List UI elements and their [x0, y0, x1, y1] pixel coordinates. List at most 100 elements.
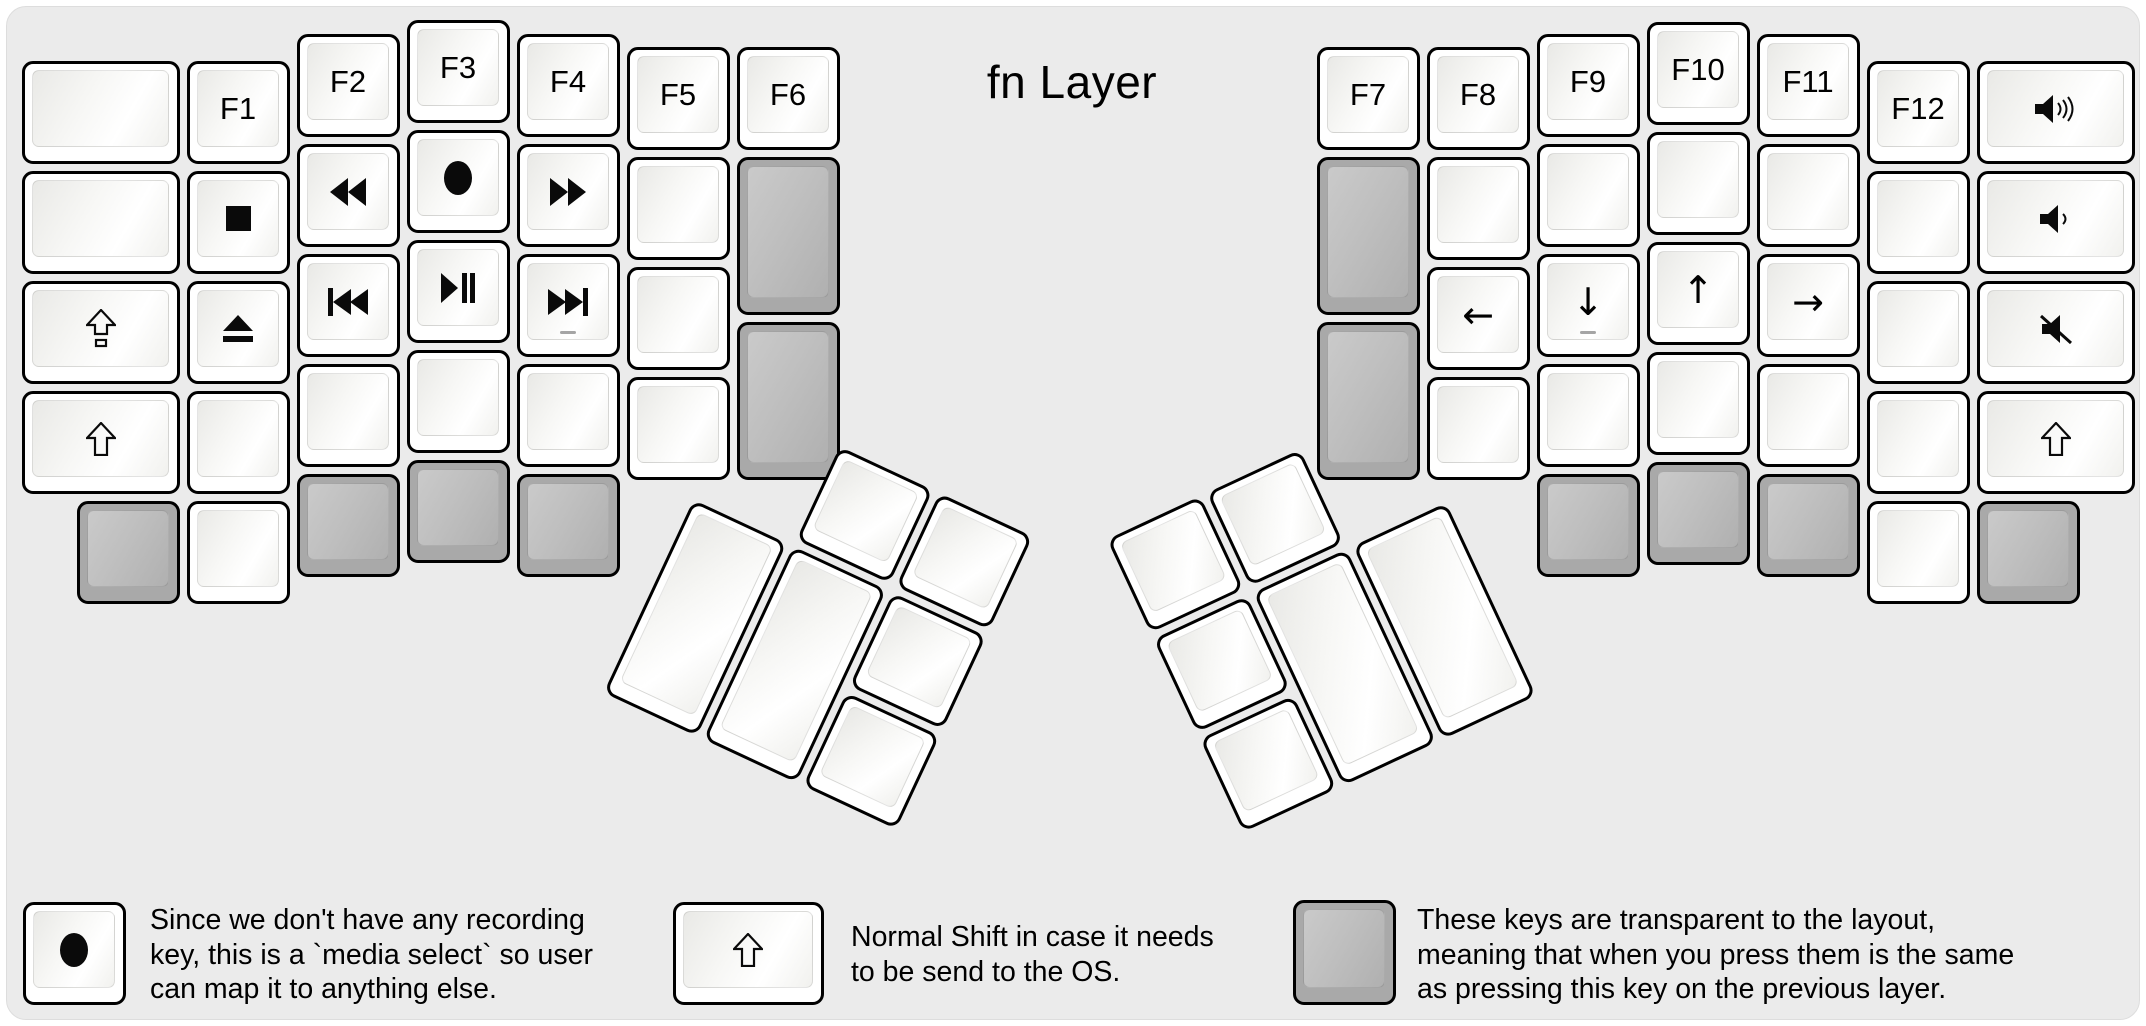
key-next-track: [517, 254, 620, 357]
keycap: ↓: [1547, 263, 1629, 340]
key-f7: F7: [1317, 47, 1420, 150]
key-label: F11: [1782, 64, 1834, 99]
key-label: F2: [329, 64, 367, 99]
key-f8: F8: [1427, 47, 1530, 150]
volume-down-icon: [2039, 204, 2072, 234]
key-blank: [407, 350, 510, 453]
shift-icon: [85, 421, 116, 456]
keycap: [1877, 290, 1959, 367]
keycap: [32, 180, 169, 257]
key-transparent: [297, 474, 400, 577]
keycap: F6: [747, 56, 829, 133]
keycap: [1547, 153, 1629, 230]
keycap: [1327, 166, 1409, 298]
keycap: [1877, 510, 1959, 587]
keycap: F7: [1327, 56, 1409, 133]
key-volume-down: [1977, 171, 2135, 274]
play-pause-icon: [441, 272, 475, 304]
key-transparent: [1537, 474, 1640, 577]
keycap: [417, 139, 499, 216]
key-transparent: [77, 501, 180, 604]
keycap: [1987, 290, 2124, 367]
keycap: F10: [1657, 31, 1739, 108]
key-blank: [1867, 501, 1970, 604]
mute-icon: [2038, 313, 2074, 345]
key-blank: [1427, 157, 1530, 260]
key-blank: [1867, 281, 1970, 384]
key-label: F6: [769, 77, 807, 112]
key-label: F10: [1671, 52, 1725, 87]
keycap: [33, 911, 115, 988]
keycap: [637, 386, 719, 463]
key-record: [407, 130, 510, 233]
shift-icon: [733, 932, 763, 967]
key-label: F7: [1349, 77, 1387, 112]
keycap: [1657, 141, 1739, 218]
keycap: [1877, 180, 1959, 257]
keycap: →: [1767, 263, 1849, 340]
keycap: F11: [1767, 43, 1849, 120]
key-left-arrow: ←: [1427, 267, 1530, 370]
key-f1: F1: [187, 61, 290, 164]
key-blank: [297, 364, 400, 467]
prev-track-icon: [328, 287, 368, 317]
keycap: [417, 359, 499, 436]
keycap: [865, 605, 973, 710]
record-icon: [58, 931, 90, 969]
legend-key-transparent: [1293, 900, 1396, 1005]
keycap: [307, 373, 389, 450]
key-fast-forward: [517, 144, 620, 247]
key-transparent: [1647, 462, 1750, 565]
keycap: [197, 290, 279, 367]
keycap: [1987, 180, 2124, 257]
keycap: [197, 180, 279, 257]
key-blank: [1647, 352, 1750, 455]
keycap: [1877, 400, 1959, 477]
key-f10: F10: [1647, 22, 1750, 125]
key-transparent: [737, 157, 840, 315]
keycap: [32, 70, 169, 147]
key-blank: [517, 364, 620, 467]
keycap: [1303, 909, 1385, 988]
key-label: F1: [219, 91, 257, 126]
key-f12: F12: [1867, 61, 1970, 164]
keycap: [417, 469, 499, 546]
keycap: F2: [307, 43, 389, 120]
key-blank: [1867, 391, 1970, 494]
key-f5: F5: [627, 47, 730, 150]
keycap: [527, 483, 609, 560]
key-f9: F9: [1537, 34, 1640, 137]
keycap: F1: [197, 70, 279, 147]
key-blank: [1537, 364, 1640, 467]
key-blank: [1757, 364, 1860, 467]
keycap: [417, 249, 499, 326]
keycap: [1987, 70, 2124, 147]
key-blank: [187, 501, 290, 604]
keycap: [1547, 483, 1629, 560]
key-right-arrow: →: [1757, 254, 1860, 357]
keycap: F4: [527, 43, 609, 120]
keycap: [1987, 510, 2069, 587]
keycap: [32, 290, 169, 367]
key-shift-left: [22, 391, 180, 494]
keycap: [637, 166, 719, 243]
key-transparent: [1317, 157, 1420, 315]
key-blank: [627, 377, 730, 480]
legend-line: Since we don't have any recording: [150, 904, 585, 936]
homing-bar: [1580, 331, 1596, 334]
key-label: F3: [439, 50, 477, 85]
keycap: F9: [1547, 43, 1629, 120]
key-play-pause: [407, 240, 510, 343]
key-up-arrow: ↑: [1647, 242, 1750, 345]
key-blank: [1867, 171, 1970, 274]
keycap: [32, 400, 169, 477]
key-transparent: [737, 322, 840, 480]
keycap: F5: [637, 56, 719, 133]
key-transparent: [1757, 474, 1860, 577]
keycap: [637, 276, 719, 353]
homing-bar: [560, 331, 576, 334]
volume-up-icon: [2034, 94, 2077, 124]
key-f11: F11: [1757, 34, 1860, 137]
